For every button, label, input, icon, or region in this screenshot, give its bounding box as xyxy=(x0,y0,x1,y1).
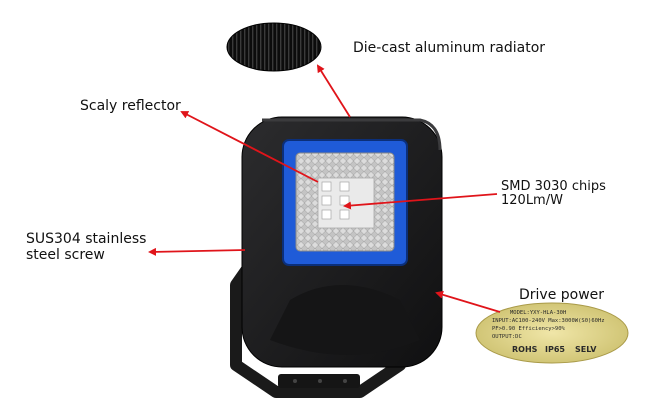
nameplate-line4: OUTPUT:DC xyxy=(492,334,522,340)
arrow-reflector xyxy=(180,111,319,183)
label-chips-line2: 120Lm/W xyxy=(501,193,563,208)
callout-arrows xyxy=(148,64,501,313)
label-radiator: Die-cast aluminum radiator xyxy=(353,40,545,56)
nameplate-cert-ip65: IP65 xyxy=(545,345,565,354)
nameplate-line3: PF>0.90 Efficiency>90% xyxy=(492,326,566,332)
nameplate-rating: INPUT:AC100-240V Max:3000W(S0)60Hz xyxy=(492,318,605,324)
arrow-drive-power xyxy=(435,290,501,313)
arrow-screw xyxy=(148,247,246,256)
nameplate-cert-rohs: ROHS xyxy=(512,345,538,354)
radiator-fins-image xyxy=(226,22,322,72)
label-screw-line1: SUS304 stainless xyxy=(26,231,146,247)
label-reflector: Scaly reflector xyxy=(80,98,181,114)
drive-power-nameplate: MODEL:YXY-HLA-30H INPUT:AC100-240V Max:3… xyxy=(475,302,629,364)
nameplate-model: MODEL:YXY-HLA-30H xyxy=(510,310,566,316)
label-chips-line1: SMD 3030 chips xyxy=(501,179,606,194)
arrow-chips xyxy=(343,193,498,210)
label-screw-line2: steel screw xyxy=(26,247,105,263)
label-drive-power: Drive power xyxy=(519,287,604,303)
nameplate-cert-selv: SELV xyxy=(575,345,597,354)
arrow-radiator xyxy=(316,64,351,118)
led-chips xyxy=(321,181,350,220)
